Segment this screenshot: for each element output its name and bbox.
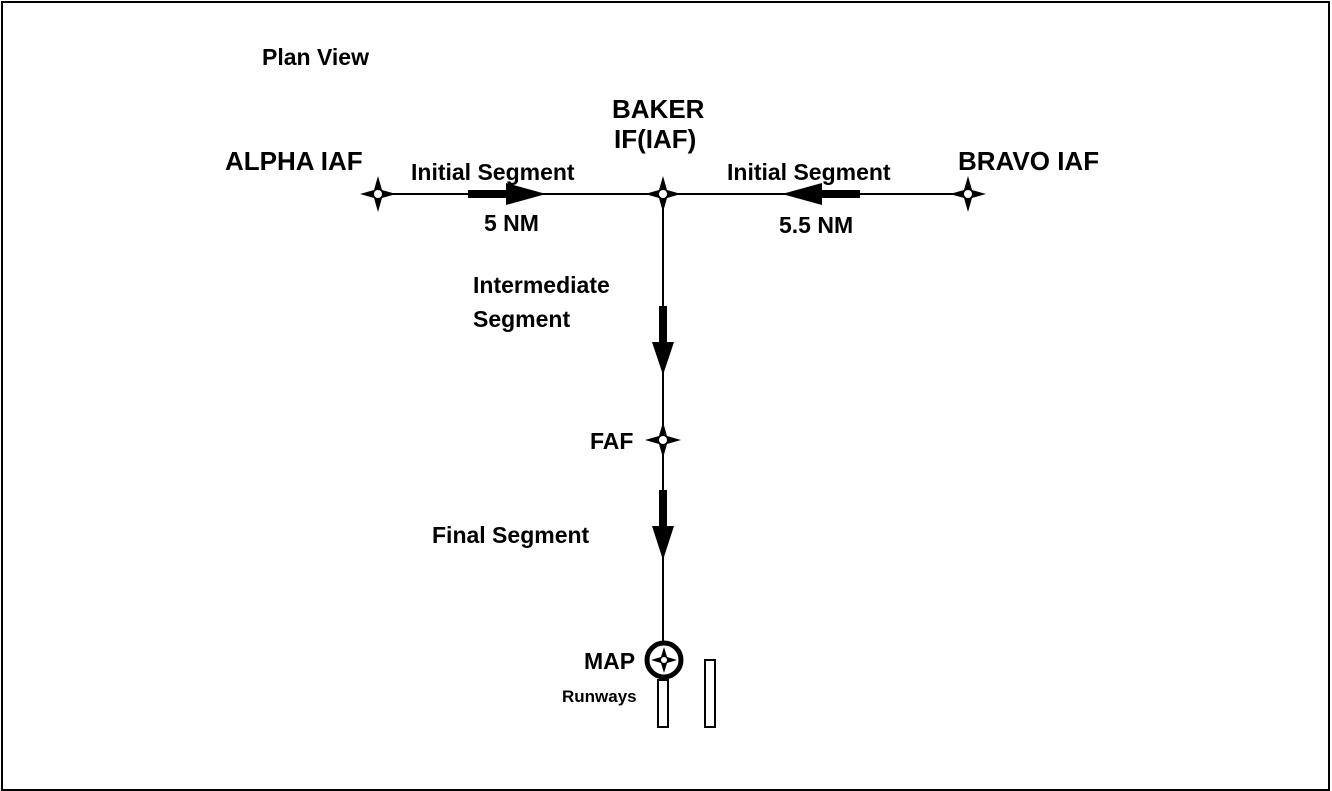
- plan-view-title: Plan View: [262, 44, 369, 70]
- intermediate-segment-label: Intermediate: [473, 272, 610, 298]
- alpha-iaf-label: ALPHA IAF: [225, 146, 363, 176]
- baker-if-label: IF(IAF): [614, 124, 697, 154]
- runway-left: [657, 679, 669, 728]
- bravo-iaf-label: BRAVO IAF: [958, 146, 1100, 176]
- initial-segment-left-label: Initial Segment: [411, 159, 575, 185]
- initial-segment-right-label: Initial Segment: [727, 159, 891, 185]
- arrow-left-icon: [782, 183, 860, 205]
- arrow-right-icon: [468, 183, 546, 205]
- arrow-down-icon: [652, 490, 674, 560]
- runway-right: [704, 659, 716, 728]
- waypoint-icon-faf: [645, 422, 681, 458]
- arrow-down-icon: [652, 306, 674, 375]
- map-waypoint-icon: [644, 640, 684, 680]
- final-segment-label: Final Segment: [432, 522, 590, 548]
- waypoint-icon-baker: [645, 176, 681, 212]
- baker-label: BAKER: [612, 94, 705, 124]
- map-label: MAP: [584, 648, 636, 674]
- waypoint-icon-alpha: [360, 176, 396, 212]
- waypoint-icon-bravo: [950, 176, 986, 212]
- intermediate-segment-label-2: Segment: [473, 306, 571, 332]
- faf-label: FAF: [590, 428, 634, 454]
- distance-right-label: 5.5 NM: [779, 212, 854, 238]
- runways-label: Runways: [562, 687, 637, 706]
- distance-left-label: 5 NM: [484, 210, 539, 236]
